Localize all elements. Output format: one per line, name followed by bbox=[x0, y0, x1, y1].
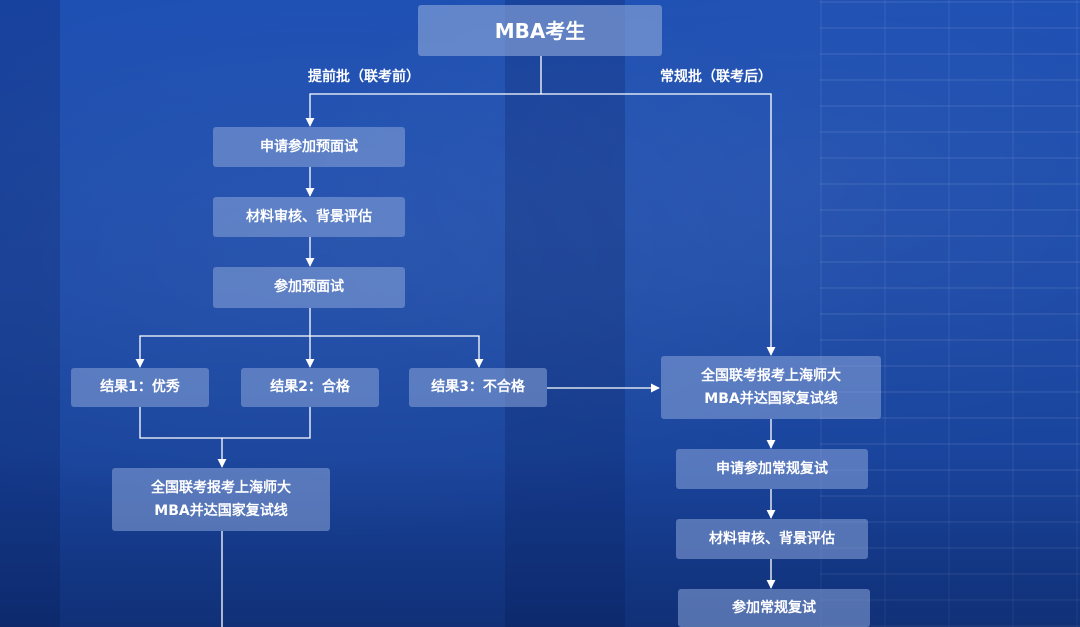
early-batch-label: 提前批（联考前） bbox=[308, 69, 420, 85]
background-shadow bbox=[505, 0, 625, 627]
root-node: MBA考生 bbox=[418, 5, 662, 56]
merge-line bbox=[139, 407, 311, 439]
left-threshold-node: 全国联考报考上海师大 MBA并达国家复试线 bbox=[112, 468, 330, 531]
left-threshold-line-1: 全国联考报考上海师大 bbox=[151, 480, 291, 497]
right-threshold-node: 全国联考报考上海师大 MBA并达国家复试线 bbox=[661, 356, 881, 419]
background-shadow bbox=[0, 0, 60, 627]
regular-material-review-node: 材料审核、背景评估 bbox=[676, 519, 868, 559]
right-threshold-line-1: 全国联考报考上海师大 bbox=[701, 368, 841, 385]
result-unqualified-node: 结果3：不合格 bbox=[409, 368, 547, 407]
regular-batch-label: 常规批（联考后） bbox=[660, 69, 772, 85]
result-excellent-node: 结果1：优秀 bbox=[71, 368, 209, 407]
result-qualified-node: 结果2：合格 bbox=[241, 368, 379, 407]
attend-regular-interview-node: 参加常规复试 bbox=[678, 589, 870, 627]
attend-pre-interview-node: 参加预面试 bbox=[213, 267, 405, 308]
right-threshold-line-2: MBA并达国家复试线 bbox=[704, 390, 838, 407]
root-branch-line bbox=[541, 93, 776, 356]
left-threshold-line-2: MBA并达国家复试线 bbox=[154, 502, 288, 519]
root-branch-line bbox=[305, 56, 542, 127]
material-review-node: 材料审核、背景评估 bbox=[213, 197, 405, 237]
root-label: MBA考生 bbox=[494, 18, 586, 43]
result-split-line bbox=[135, 308, 311, 368]
apply-regular-interview-node: 申请参加常规复试 bbox=[676, 449, 868, 489]
result-split-line bbox=[310, 335, 484, 368]
apply-pre-interview-node: 申请参加预面试 bbox=[213, 127, 405, 167]
